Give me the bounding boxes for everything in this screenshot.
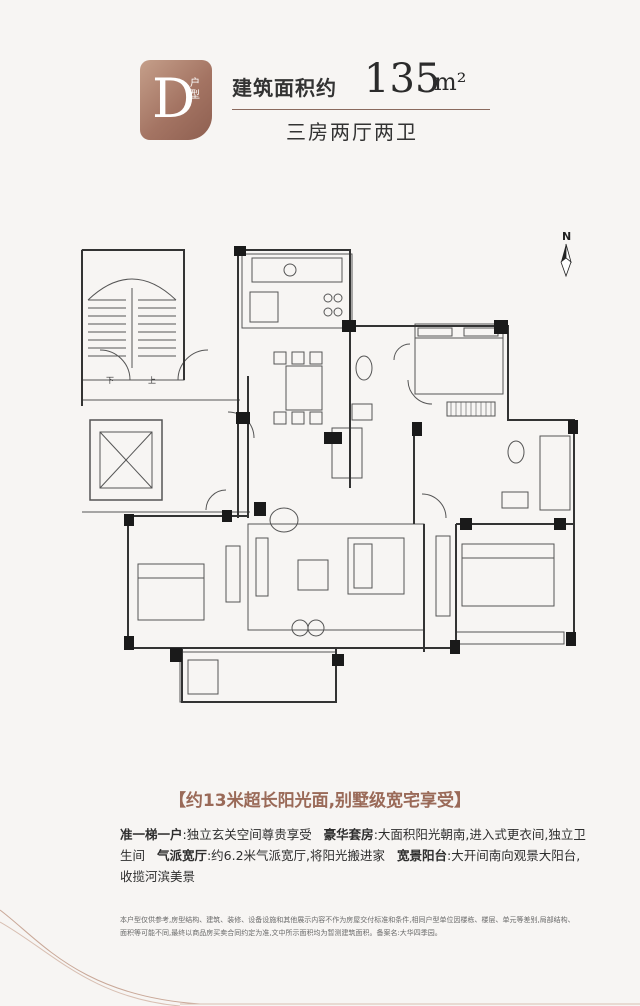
elevator [89,419,163,501]
bedroom-3-bed [137,563,205,621]
stair-core [81,249,185,381]
feature-sep: : [206,848,212,863]
layout-type: 三房两厅两卫 [286,120,418,144]
tv-cabinet [255,537,269,597]
toilet-1 [355,355,373,381]
decorative-curve [0,909,640,1006]
feature-description: 准一梯一户:独立玄关空间尊贵享受 豪华套房:大面积阳光朝南,进入式更衣间,独立卫… [120,824,590,887]
area-unit: m² [434,68,467,96]
feature-title: 豪华套房 [323,827,374,842]
wardrobe-2 [331,427,363,479]
unit-type-badge: D 户型 [140,60,212,140]
dining-table [285,365,323,411]
sofa [347,537,405,595]
feature-sep: : [182,827,187,842]
floor-plan: 下 上 [81,246,578,703]
feature-text: 独立玄关空间尊贵享受 [186,827,312,842]
disclaimer: 本户型仅供参考,房型结构、建筑、装修、设备设施和其他展示内容不作为房屋交付标准和… [120,916,575,937]
feature-sep: : [373,827,378,842]
structural-columns [124,246,578,666]
wardrobe-3 [435,535,451,617]
area-number: 135 [364,56,441,102]
north-arrow-icon: N [560,230,572,278]
stair-label-up: 上 [148,376,156,385]
feature-title: 宽景阳台 [396,848,447,863]
elevator-car [99,431,153,489]
slogan: 【约13米超长阳光面,别墅级宽宅享受】 [168,791,472,811]
kitchen [241,253,353,329]
master-bedroom-bed [414,323,504,395]
feature-title: 准一梯一户 [120,827,183,842]
feature-text: 约6.2米气派宽厅,将阳光搬进家 [211,848,386,863]
coffee-table [297,559,329,591]
stair-treads [87,278,177,368]
feature-title: 气派宽厅 [156,848,207,863]
header-divider [232,109,490,110]
living-room [247,523,425,631]
armchair [269,507,299,533]
compass-label: N [562,230,571,243]
unit-type-label: 户型 [190,78,200,101]
area-label: 建筑面积约 [232,76,337,100]
bedroom-2-bed [461,543,555,607]
toilet-2 [507,440,525,464]
feature-sep: : [446,848,452,863]
unit-letter: D [152,67,196,130]
feature-text: 大面积阳光朝南,进入式更衣间,独立卫生间 [120,827,586,863]
stair-label-down: 下 [106,376,114,385]
feature-text: 大开间南向观景大阳台,收揽河滨美景 [120,848,581,884]
